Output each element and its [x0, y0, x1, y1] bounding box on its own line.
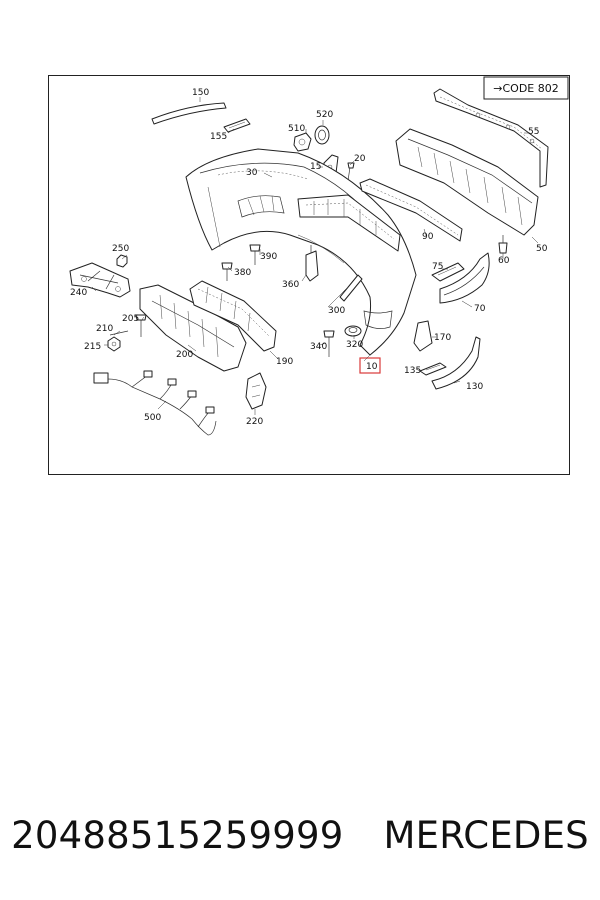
- part-340-screw: [323, 330, 335, 357]
- part-360-bracket: [305, 245, 319, 282]
- label-155: 155: [210, 132, 227, 142]
- part-10-highlight: [359, 354, 381, 374]
- part-205-screw: [135, 314, 147, 337]
- part-250-nut: [116, 254, 128, 268]
- part-190-rail: [189, 280, 277, 352]
- parts-diagram-svg: →CODE 802: [48, 75, 570, 475]
- label-75: 75: [432, 262, 443, 272]
- part-90-lower-strip: [359, 178, 463, 242]
- label-510: 510: [288, 124, 305, 134]
- label-500: 500: [144, 413, 161, 423]
- part-50-diffuser: [395, 128, 539, 236]
- part-215-nut: [107, 336, 121, 352]
- label-70: 70: [474, 304, 486, 314]
- part-caption: 20488515259999 MERCEDES: [0, 800, 600, 870]
- part-70-side-trim: [439, 252, 490, 304]
- label-240: 240: [70, 288, 87, 298]
- label-190: 190: [276, 357, 293, 367]
- part-210-screw: [109, 330, 129, 336]
- part-130-trim: [431, 336, 481, 390]
- label-170: 170: [434, 333, 451, 343]
- code-badge-text: →CODE 802: [493, 82, 558, 95]
- label-55: 55: [528, 127, 539, 137]
- label-250: 250: [112, 244, 129, 254]
- label-220: 220: [246, 417, 263, 427]
- part-200-mounting-bracket: [139, 284, 247, 372]
- label-20: 20: [354, 154, 366, 164]
- label-15: 15: [310, 162, 321, 172]
- label-390: 390: [260, 252, 277, 262]
- part-55-support-strip: [433, 88, 549, 188]
- label-215: 215: [84, 342, 101, 352]
- label-380: 380: [234, 268, 251, 278]
- label-340: 340: [310, 342, 327, 352]
- label-300: 300: [328, 306, 345, 316]
- label-210: 210: [96, 324, 113, 334]
- part-75-bracket: [431, 262, 465, 282]
- parts-diagram: →CODE 802: [48, 75, 570, 475]
- brand-name: MERCEDES: [383, 813, 589, 857]
- part-155-clip: [223, 118, 251, 133]
- part-240-side-bracket: [69, 262, 131, 298]
- label-50: 50: [536, 244, 548, 254]
- part-170-clip: [413, 320, 433, 352]
- label-320: 320: [346, 340, 363, 350]
- part-220-bracket: [245, 372, 267, 410]
- label-150: 150: [192, 88, 209, 98]
- label-60: 60: [498, 256, 510, 266]
- part-small-strip: [339, 274, 363, 302]
- label-90: 90: [422, 232, 434, 242]
- label-135: 135: [404, 366, 421, 376]
- label-520: 520: [316, 110, 333, 120]
- part-60-clip: [498, 235, 508, 254]
- label-205: 205: [122, 314, 139, 324]
- highlight-box: [359, 357, 381, 374]
- label-360: 360: [282, 280, 299, 290]
- label-30: 30: [246, 168, 258, 178]
- part-320-grommet: [344, 325, 362, 337]
- part-300-impact-absorber: [297, 194, 401, 252]
- part-380-screw: [221, 262, 233, 281]
- label-10: 10: [366, 362, 378, 372]
- label-200: 200: [176, 350, 193, 360]
- code-badge: →CODE 802: [483, 76, 569, 100]
- part-390-screw: [249, 244, 261, 265]
- part-500-wiring-harness: [93, 370, 217, 436]
- label-130: 130: [466, 382, 483, 392]
- part-number: 20488515259999: [11, 813, 344, 857]
- part-135-insert: [419, 362, 447, 376]
- part-150-trim-strip: [151, 102, 227, 125]
- part-520-ring: [314, 125, 330, 145]
